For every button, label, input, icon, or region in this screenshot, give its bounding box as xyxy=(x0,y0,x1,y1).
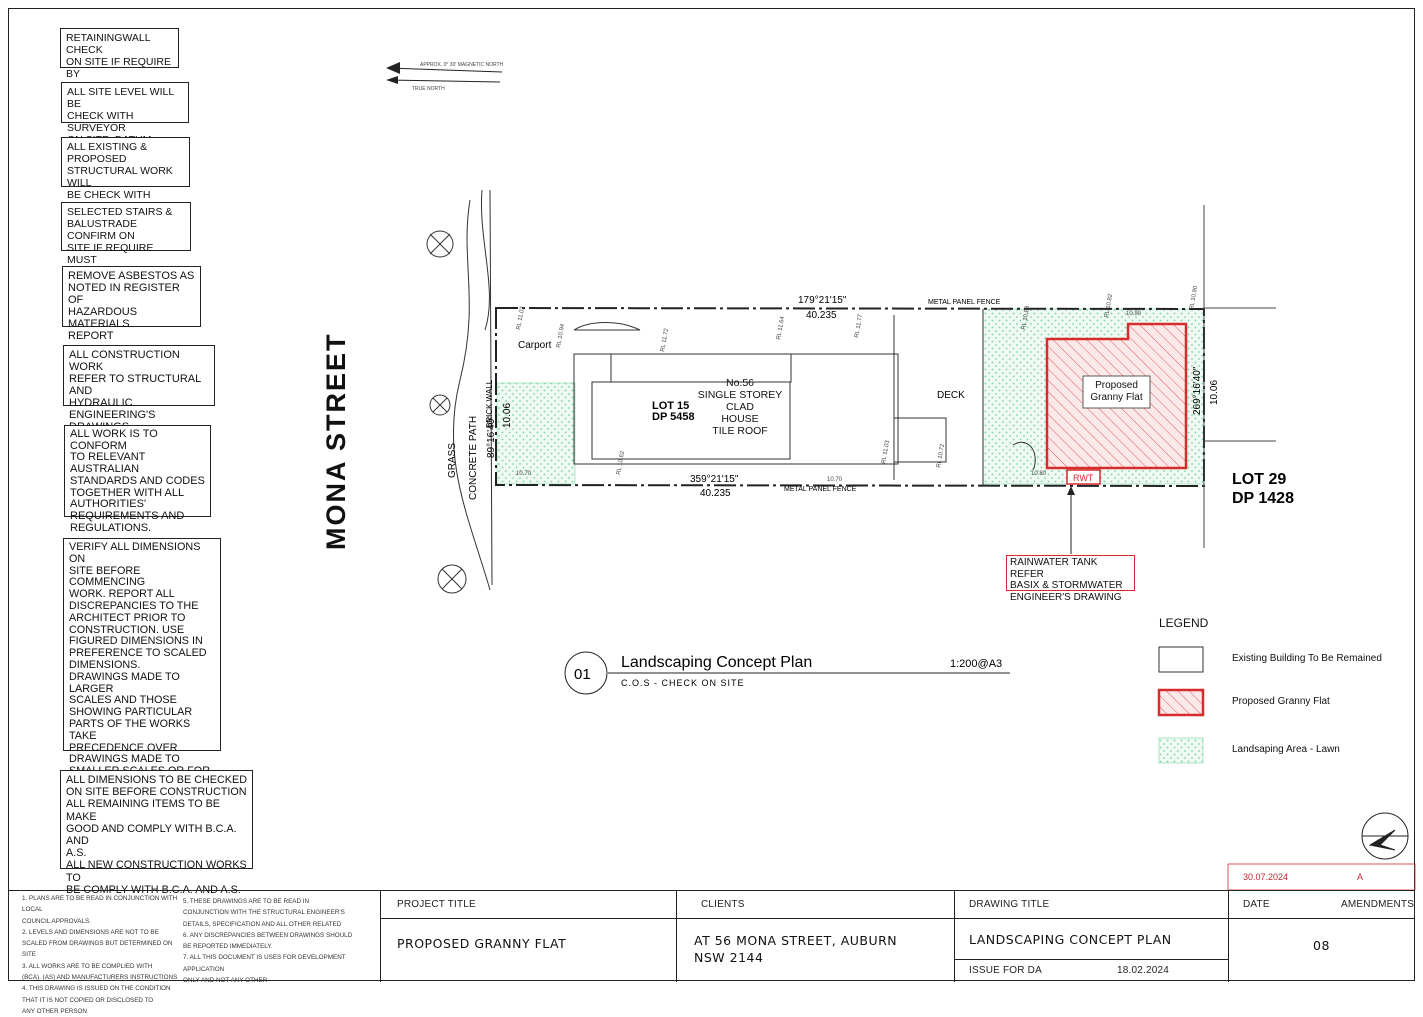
drawing-subtitle: C.O.S - CHECK ON SITE xyxy=(621,678,745,688)
deck-label: DECK xyxy=(937,390,965,401)
neighbour-lot-label: LOT 29 xyxy=(1232,471,1286,488)
legend-swatch-lawn xyxy=(1158,737,1204,764)
amendments-label: AMENDMENTS xyxy=(1341,899,1415,910)
drawing-number: 01 xyxy=(574,666,591,683)
amendment-rev: A xyxy=(1357,872,1364,882)
date-label: DATE xyxy=(1243,899,1270,910)
svg-text:RL 11.03: RL 11.03 xyxy=(881,439,891,464)
house-label: No.56 SINGLE STOREY CLAD HOUSE TILE ROOF xyxy=(697,377,783,437)
fence-top-label: METAL PANEL FENCE xyxy=(928,299,1001,306)
tree-icons xyxy=(426,189,493,594)
svg-text:RL 10.88: RL 10.88 xyxy=(1021,305,1031,330)
svg-text:10.80: 10.80 xyxy=(1031,471,1047,477)
note-dimensions-check: ALL DIMENSIONS TO BE CHECKED ON SITE BEF… xyxy=(60,770,253,896)
magnetic-north-label: APPROX. 0° 30' MAGNETIC NORTH xyxy=(420,62,504,68)
drawing-title-value: LANDSCAPING CONCEPT PLAN xyxy=(969,932,1172,947)
amendment-date: 30.07.2024 xyxy=(1243,872,1289,882)
grass-label: GRASS xyxy=(447,443,458,478)
top-length: 40.235 xyxy=(806,310,837,321)
granny-flat-label: Proposed Granny Flat xyxy=(1090,380,1143,403)
svg-text:RL 10.90: RL 10.90 xyxy=(1189,285,1199,310)
right-bearing: 269°16'40" xyxy=(1192,366,1203,415)
title-block: 1. PLANS ARE TO BE READ IN CONJUNCTION W… xyxy=(8,890,1415,1015)
legend-swatch-granny xyxy=(1157,688,1205,717)
survey-levels: RL 11.02 RL 10.94 RL 11.72 RL 11.64 RL 1… xyxy=(516,285,1199,483)
svg-text:RL 11.72: RL 11.72 xyxy=(660,327,670,352)
clients-cell: CLIENTS AT 56 MONA STREET, AUBURN NSW 21… xyxy=(676,891,954,982)
title-notes-right: 5. THESE DRAWINGS ARE TO BE READ IN CONJ… xyxy=(183,898,353,985)
svg-text:RL 11.02: RL 11.02 xyxy=(516,305,526,330)
existing-house xyxy=(573,309,1036,485)
svg-text:RL 11.77: RL 11.77 xyxy=(854,313,864,338)
rainwater-tank-note: RAINWATER TANK REFER BASIX & STORMWATER … xyxy=(1006,555,1135,603)
drawing-title-label: DRAWING TITLE xyxy=(969,899,1050,910)
site-plan: APPROX. 0° 30' MAGNETIC NORTH TRUE NORTH… xyxy=(386,62,1416,891)
neighbour-dp-label: DP 1428 xyxy=(1232,490,1294,507)
lawn-area-front xyxy=(496,382,576,485)
note-structural-work: ALL EXISTING & PROPOSED STRUCTURAL WORK … xyxy=(61,137,190,225)
project-title-value: PROPOSED GRANNY FLAT xyxy=(397,936,567,951)
compass-icon xyxy=(1361,812,1409,860)
svg-text:10.70: 10.70 xyxy=(827,477,843,483)
top-bearing: 179°21'15" xyxy=(798,295,847,306)
dp-label: DP 5458 xyxy=(652,411,695,423)
bottom-bearing: 359°21'15" xyxy=(690,474,739,485)
right-length: 10.06 xyxy=(1209,380,1220,405)
carport-label: Carport xyxy=(518,340,552,351)
sheet-number: 08 xyxy=(1313,938,1330,953)
drawing-sheet-border xyxy=(8,8,1415,981)
rwt-label: RWT xyxy=(1073,473,1094,483)
left-length: 10.06 xyxy=(502,403,513,428)
legend-label-granny: Proposed Granny Flat xyxy=(1232,696,1330,707)
svg-text:RL 10.62: RL 10.62 xyxy=(616,450,626,475)
project-title-cell: PROJECT TITLE PROPOSED GRANNY FLAT xyxy=(380,891,676,982)
drawing-title-cell: DRAWING TITLE LANDSCAPING CONCEPT PLAN I… xyxy=(954,891,1229,982)
legend-swatch-existing xyxy=(1158,646,1204,673)
brick-wall-label: BRICK WALL xyxy=(485,379,494,428)
issue-label: ISSUE FOR DA xyxy=(969,965,1042,976)
true-north-label: TRUE NORTH xyxy=(412,86,445,92)
drawing-number-bubble xyxy=(564,651,608,695)
svg-text:RL 10.82: RL 10.82 xyxy=(1104,293,1114,318)
left-bearing: 89°16'40" xyxy=(486,415,497,458)
issue-date: 18.02.2024 xyxy=(1117,965,1170,976)
title-notes-left: 1. PLANS ARE TO BE READ IN CONJUNCTION W… xyxy=(22,895,178,1015)
note-australian-standards: ALL WORK IS TO CONFORM TO RELEVANT AUSTR… xyxy=(64,425,211,533)
svg-text:RL 10.94: RL 10.94 xyxy=(556,323,566,348)
project-title-label: PROJECT TITLE xyxy=(397,899,476,910)
legend-label-existing: Existing Building To Be Remained xyxy=(1232,653,1382,664)
svg-text:RL 10.72: RL 10.72 xyxy=(936,443,946,468)
note-verify-dimensions: VERIFY ALL DIMENSIONS ON SITE BEFORE COM… xyxy=(63,538,221,789)
note-asbestos: REMOVE ASBESTOS AS NOTED IN REGISTER OF … xyxy=(62,266,201,342)
svg-text:RL 11.64: RL 11.64 xyxy=(776,315,786,340)
clients-label: CLIENTS xyxy=(701,899,745,910)
fence-bottom-label: METAL PANEL FENCE xyxy=(784,486,857,493)
clients-value: AT 56 MONA STREET, AUBURN NSW 2144 xyxy=(694,933,898,965)
legend-label-lawn: Landsaping Area - Lawn xyxy=(1232,744,1340,755)
svg-text:10.90: 10.90 xyxy=(1126,311,1142,317)
date-amendments-cell: DATE AMENDMENTS 08 xyxy=(1228,891,1415,982)
svg-text:10.70: 10.70 xyxy=(516,471,532,477)
concrete-path-label: CONCRETE PATH xyxy=(468,416,479,500)
bottom-length: 40.235 xyxy=(700,488,731,499)
rainwater-tank xyxy=(1066,469,1101,485)
legend-title: LEGEND xyxy=(1159,616,1209,630)
lot-label: LOT 15 xyxy=(652,400,689,412)
drawing-scale: 1:200@A3 xyxy=(950,658,1002,670)
drawing-title: Landscaping Concept Plan xyxy=(621,654,812,671)
north-arrow-icon: APPROX. 0° 30' MAGNETIC NORTH TRUE NORTH xyxy=(386,62,504,92)
